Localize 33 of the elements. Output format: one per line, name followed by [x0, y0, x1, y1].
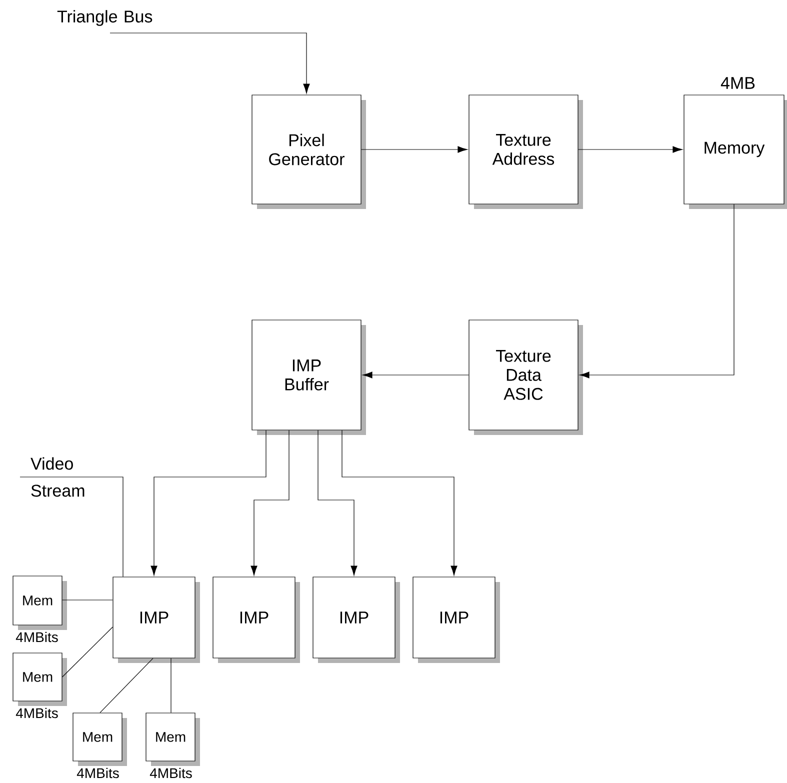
process-box: IMP	[212, 576, 300, 663]
process-box: Mem	[72, 712, 127, 766]
arrow	[578, 146, 683, 153]
process-box: IMP	[312, 576, 400, 663]
arrow	[361, 146, 468, 153]
size-label: 4MB	[720, 77, 755, 89]
process-box: IMP Buffer	[252, 320, 366, 435]
line	[62, 626, 113, 678]
process-box: Mem	[12, 576, 67, 630]
process-box: IMP	[412, 576, 500, 663]
size-label: 4MBits	[150, 768, 192, 778]
process-box: IMP	[112, 576, 200, 663]
size-label: 4MBits	[16, 632, 58, 642]
arrow	[318, 430, 358, 576]
arrow	[342, 430, 458, 576]
process-box: Memory	[684, 94, 787, 209]
size-label: 4MBits	[16, 708, 58, 718]
edge-label: Video Stream	[30, 457, 84, 497]
arrow	[250, 430, 290, 576]
size-label: 4MBits	[76, 768, 119, 778]
line	[100, 658, 154, 713]
line	[170, 658, 172, 713]
arrow	[150, 430, 266, 576]
process-box: Mem	[146, 712, 200, 766]
process-box: Mem	[12, 652, 67, 706]
line	[20, 476, 124, 577]
arrow	[362, 372, 469, 378]
arrow	[110, 32, 310, 94]
process-box: Pixel Generator	[252, 94, 366, 209]
process-box: Texture Address	[468, 94, 583, 209]
arrow	[579, 204, 734, 378]
process-box: Texture Data ASIC	[468, 320, 583, 435]
edge-label: Triangle Bus	[57, 10, 152, 26]
